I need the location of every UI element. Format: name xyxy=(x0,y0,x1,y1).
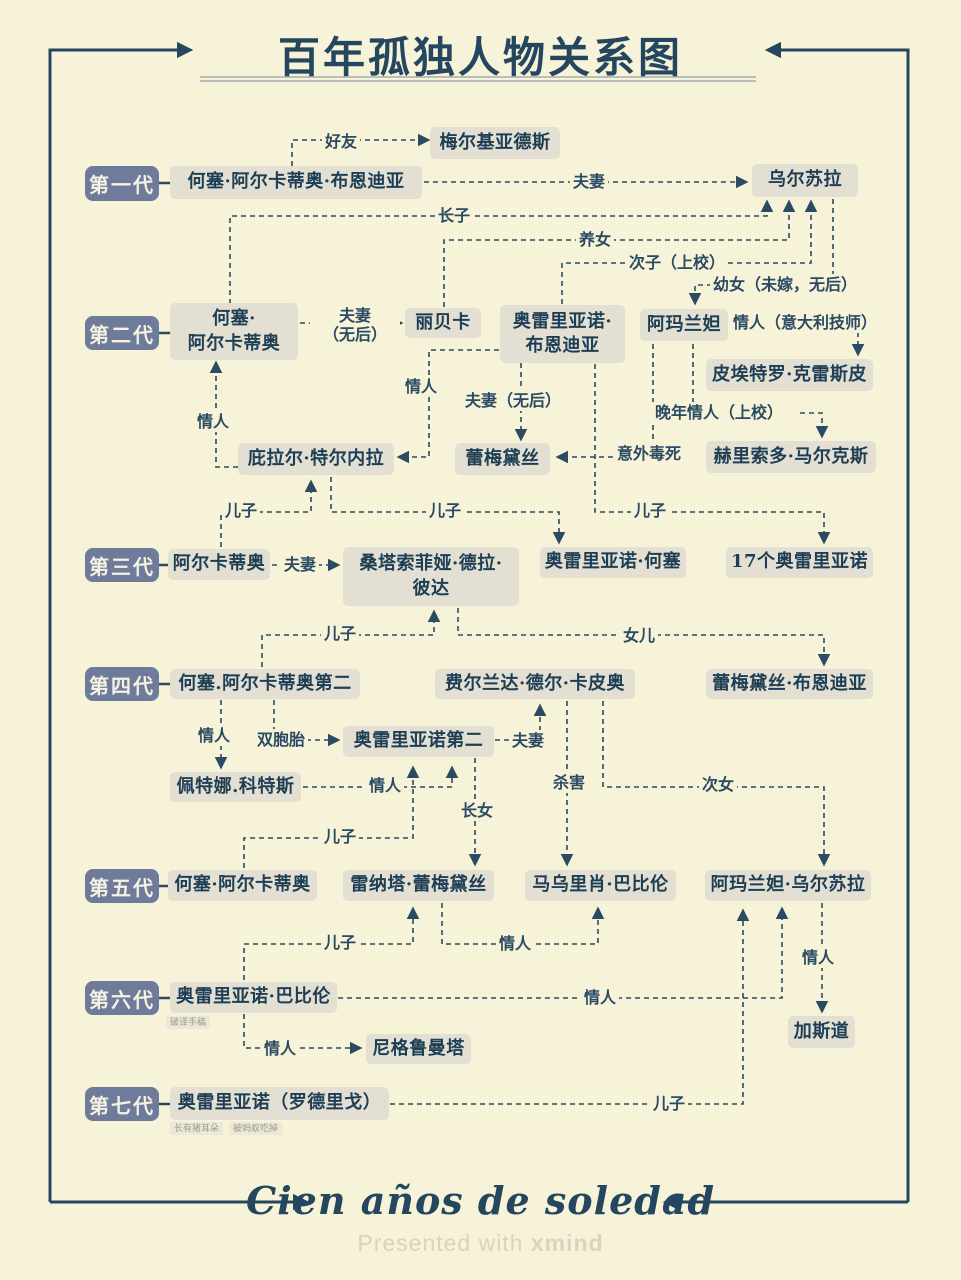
badge-gen-6[interactable]: 第六代 xyxy=(85,981,159,1015)
label-lover-petra-aureliano-ii: 情人 xyxy=(366,775,405,797)
label-spouse-gen1: 夫妻 xyxy=(570,171,609,193)
label-lover-jose-pilar: 情人 xyxy=(194,411,233,433)
node-petra-cotes[interactable]: 佩特娜.科特斯 xyxy=(170,772,301,802)
footer-credit: Presented with xmind xyxy=(0,1230,961,1257)
label-daughter: 女儿 xyxy=(620,625,659,647)
label-youngest-daughter: 幼女（未嫁，无后） xyxy=(710,274,861,296)
label-son-gen7: 儿子 xyxy=(650,1093,689,1115)
footer-title: Cien años de soledad xyxy=(245,1178,716,1223)
label-lover-nigromanta: 情人 xyxy=(261,1038,300,1060)
label-son-aureliano-jose: 儿子 xyxy=(426,500,465,522)
edge-lover-aureliano-pilar xyxy=(396,349,499,464)
badge-gen-5[interactable]: 第五代 xyxy=(85,869,159,903)
label-son-gen5: 儿子 xyxy=(321,826,360,848)
label-late-lover-colonel: 晚年情人（上校） xyxy=(652,402,787,424)
node-ursula[interactable]: 乌尔苏拉 xyxy=(752,164,858,197)
label-second-son-colonel: 次子（上校） xyxy=(626,252,729,274)
label-spouse-gen4: 夫妻 xyxy=(509,730,548,752)
edge-son-17-aurelianos xyxy=(594,364,831,545)
label-son-17: 儿子 xyxy=(631,500,670,522)
badge-gen-3[interactable]: 第三代 xyxy=(85,548,159,582)
frame-left-top xyxy=(48,41,194,1202)
edge-son-gen7 xyxy=(390,908,750,1105)
node-aureliano-rodrigo[interactable]: 奥雷里亚诺（罗德里戈） xyxy=(170,1087,389,1120)
label-lover-renata-mauricio: 情人 xyxy=(496,933,535,955)
label-lover-babilonia: 情人 xyxy=(581,987,620,1009)
node-aureliano-ii[interactable]: 奥雷里亚诺第二 xyxy=(343,726,494,757)
edge-son-gen5 xyxy=(243,765,420,868)
tag-deciphered-manuscript: 破译手稿 xyxy=(166,1016,211,1029)
node-melquiades[interactable]: 梅尔基亚德斯 xyxy=(430,127,560,159)
node-arcadio[interactable]: 阿尔卡蒂奥 xyxy=(168,549,270,580)
page-title: 百年孤独人物关系图 xyxy=(277,33,683,82)
node-jose-arcadio-ii[interactable]: 何塞.阿尔卡蒂奥第二 xyxy=(170,669,360,699)
node-aureliano-jose[interactable]: 奥雷里亚诺·何塞 xyxy=(540,547,686,578)
node-santa-sofia[interactable]: 桑塔索菲娅·德拉· 彼达 xyxy=(343,547,519,606)
tag-eaten-by-ants: 被蚂蚁吃掉 xyxy=(229,1122,283,1135)
label-twins: 双胞胎 xyxy=(254,729,309,751)
edge-son-arcadio xyxy=(220,479,318,547)
label-lover-italian: 情人（意大利技师） xyxy=(730,312,881,334)
edge-lover-jose-pilar xyxy=(209,360,238,468)
edge-late-lover-colonel xyxy=(800,412,829,439)
node-jose-arcadio-v[interactable]: 何塞·阿尔卡蒂奥 xyxy=(168,870,317,901)
badge-gen-1[interactable]: 第一代 xyxy=(85,166,159,201)
label-spouse-gen3: 夫妻 xyxy=(281,554,320,576)
node-amaranta-ursula[interactable]: 阿玛兰妲·乌尔苏拉 xyxy=(705,870,871,901)
edge-lover-babilonia-amaranta-ursula xyxy=(338,906,789,999)
badge-gen-7[interactable]: 第七代 xyxy=(85,1087,159,1121)
node-gaston[interactable]: 加斯道 xyxy=(788,1016,855,1048)
label-adopted-daughter: 养女 xyxy=(576,229,615,251)
node-remedios[interactable]: 蕾梅黛丝 xyxy=(455,443,550,475)
label-accidental-poison: 意外毒死 xyxy=(614,443,685,465)
label-son-gen4: 儿子 xyxy=(321,623,360,645)
node-herisodo-marquez[interactable]: 赫里索多·马尔克斯 xyxy=(706,441,876,473)
label-lover-gaston: 情人 xyxy=(799,947,838,969)
label-son-gen6: 儿子 xyxy=(321,932,360,954)
node-jose-arcadio[interactable]: 何塞· 阿尔卡蒂奥 xyxy=(170,303,298,360)
node-fernanda[interactable]: 费尔兰达·德尔·卡皮奥 xyxy=(435,669,635,699)
node-pilar-ternera[interactable]: 庇拉尔·特尔内拉 xyxy=(238,443,394,475)
label-murder: 杀害 xyxy=(550,772,589,794)
label-spouse-childless-stacked: 夫妻 （无后） xyxy=(310,305,400,346)
frame-right-top xyxy=(764,41,910,1202)
label-eldest-son: 长子 xyxy=(435,205,474,227)
footer-credit-prefix: Presented with xyxy=(357,1230,531,1256)
label-eldest-daughter: 长女 xyxy=(458,800,497,822)
label-lover-petra: 情人 xyxy=(195,725,234,747)
label-spouse-childless: 夫妻（无后） xyxy=(462,390,565,412)
node-amaranta[interactable]: 阿玛兰妲 xyxy=(640,309,728,341)
node-mauricio-babilonia[interactable]: 马乌里肖·巴比伦 xyxy=(525,870,676,901)
node-17-aurelianos[interactable]: 17个奥雷里亚诺 xyxy=(726,547,873,578)
node-remedios-buendia[interactable]: 蕾梅黛丝·布恩迪亚 xyxy=(706,669,873,699)
node-renata-remedios[interactable]: 雷纳塔·蕾梅黛丝 xyxy=(343,870,494,901)
label-second-daughter: 次女 xyxy=(699,774,738,796)
label-lover-aureliano-pilar: 情人 xyxy=(402,376,441,398)
node-jose-arcadio-buendia[interactable]: 何塞·阿尔卡蒂奥·布恩迪亚 xyxy=(170,166,422,199)
tag-pig-ears: 长有猪耳朵 xyxy=(170,1122,224,1135)
node-pietro-crespi[interactable]: 皮埃特罗·克雷斯皮 xyxy=(706,359,873,391)
edge-second-daughter xyxy=(602,701,831,867)
edge-lover-petra-aureliano-ii xyxy=(303,765,459,788)
edge-lover-nigromanta xyxy=(243,1014,363,1055)
node-aureliano-babilonia[interactable]: 奥雷里亚诺·巴比伦 xyxy=(170,982,337,1013)
edge-eldest-son xyxy=(229,199,774,304)
footer-credit-brand: xmind xyxy=(530,1230,604,1256)
label-son-arcadio: 儿子 xyxy=(222,500,261,522)
node-nigromanta[interactable]: 尼格鲁曼塔 xyxy=(366,1034,471,1064)
node-aureliano-buendia[interactable]: 奥雷里亚诺· 布恩迪亚 xyxy=(500,305,625,363)
node-rebeca[interactable]: 丽贝卡 xyxy=(405,308,481,338)
label-friend: 好友 xyxy=(322,131,361,153)
badge-gen-2[interactable]: 第二代 xyxy=(85,316,159,350)
badge-gen-4[interactable]: 第四代 xyxy=(85,667,159,701)
